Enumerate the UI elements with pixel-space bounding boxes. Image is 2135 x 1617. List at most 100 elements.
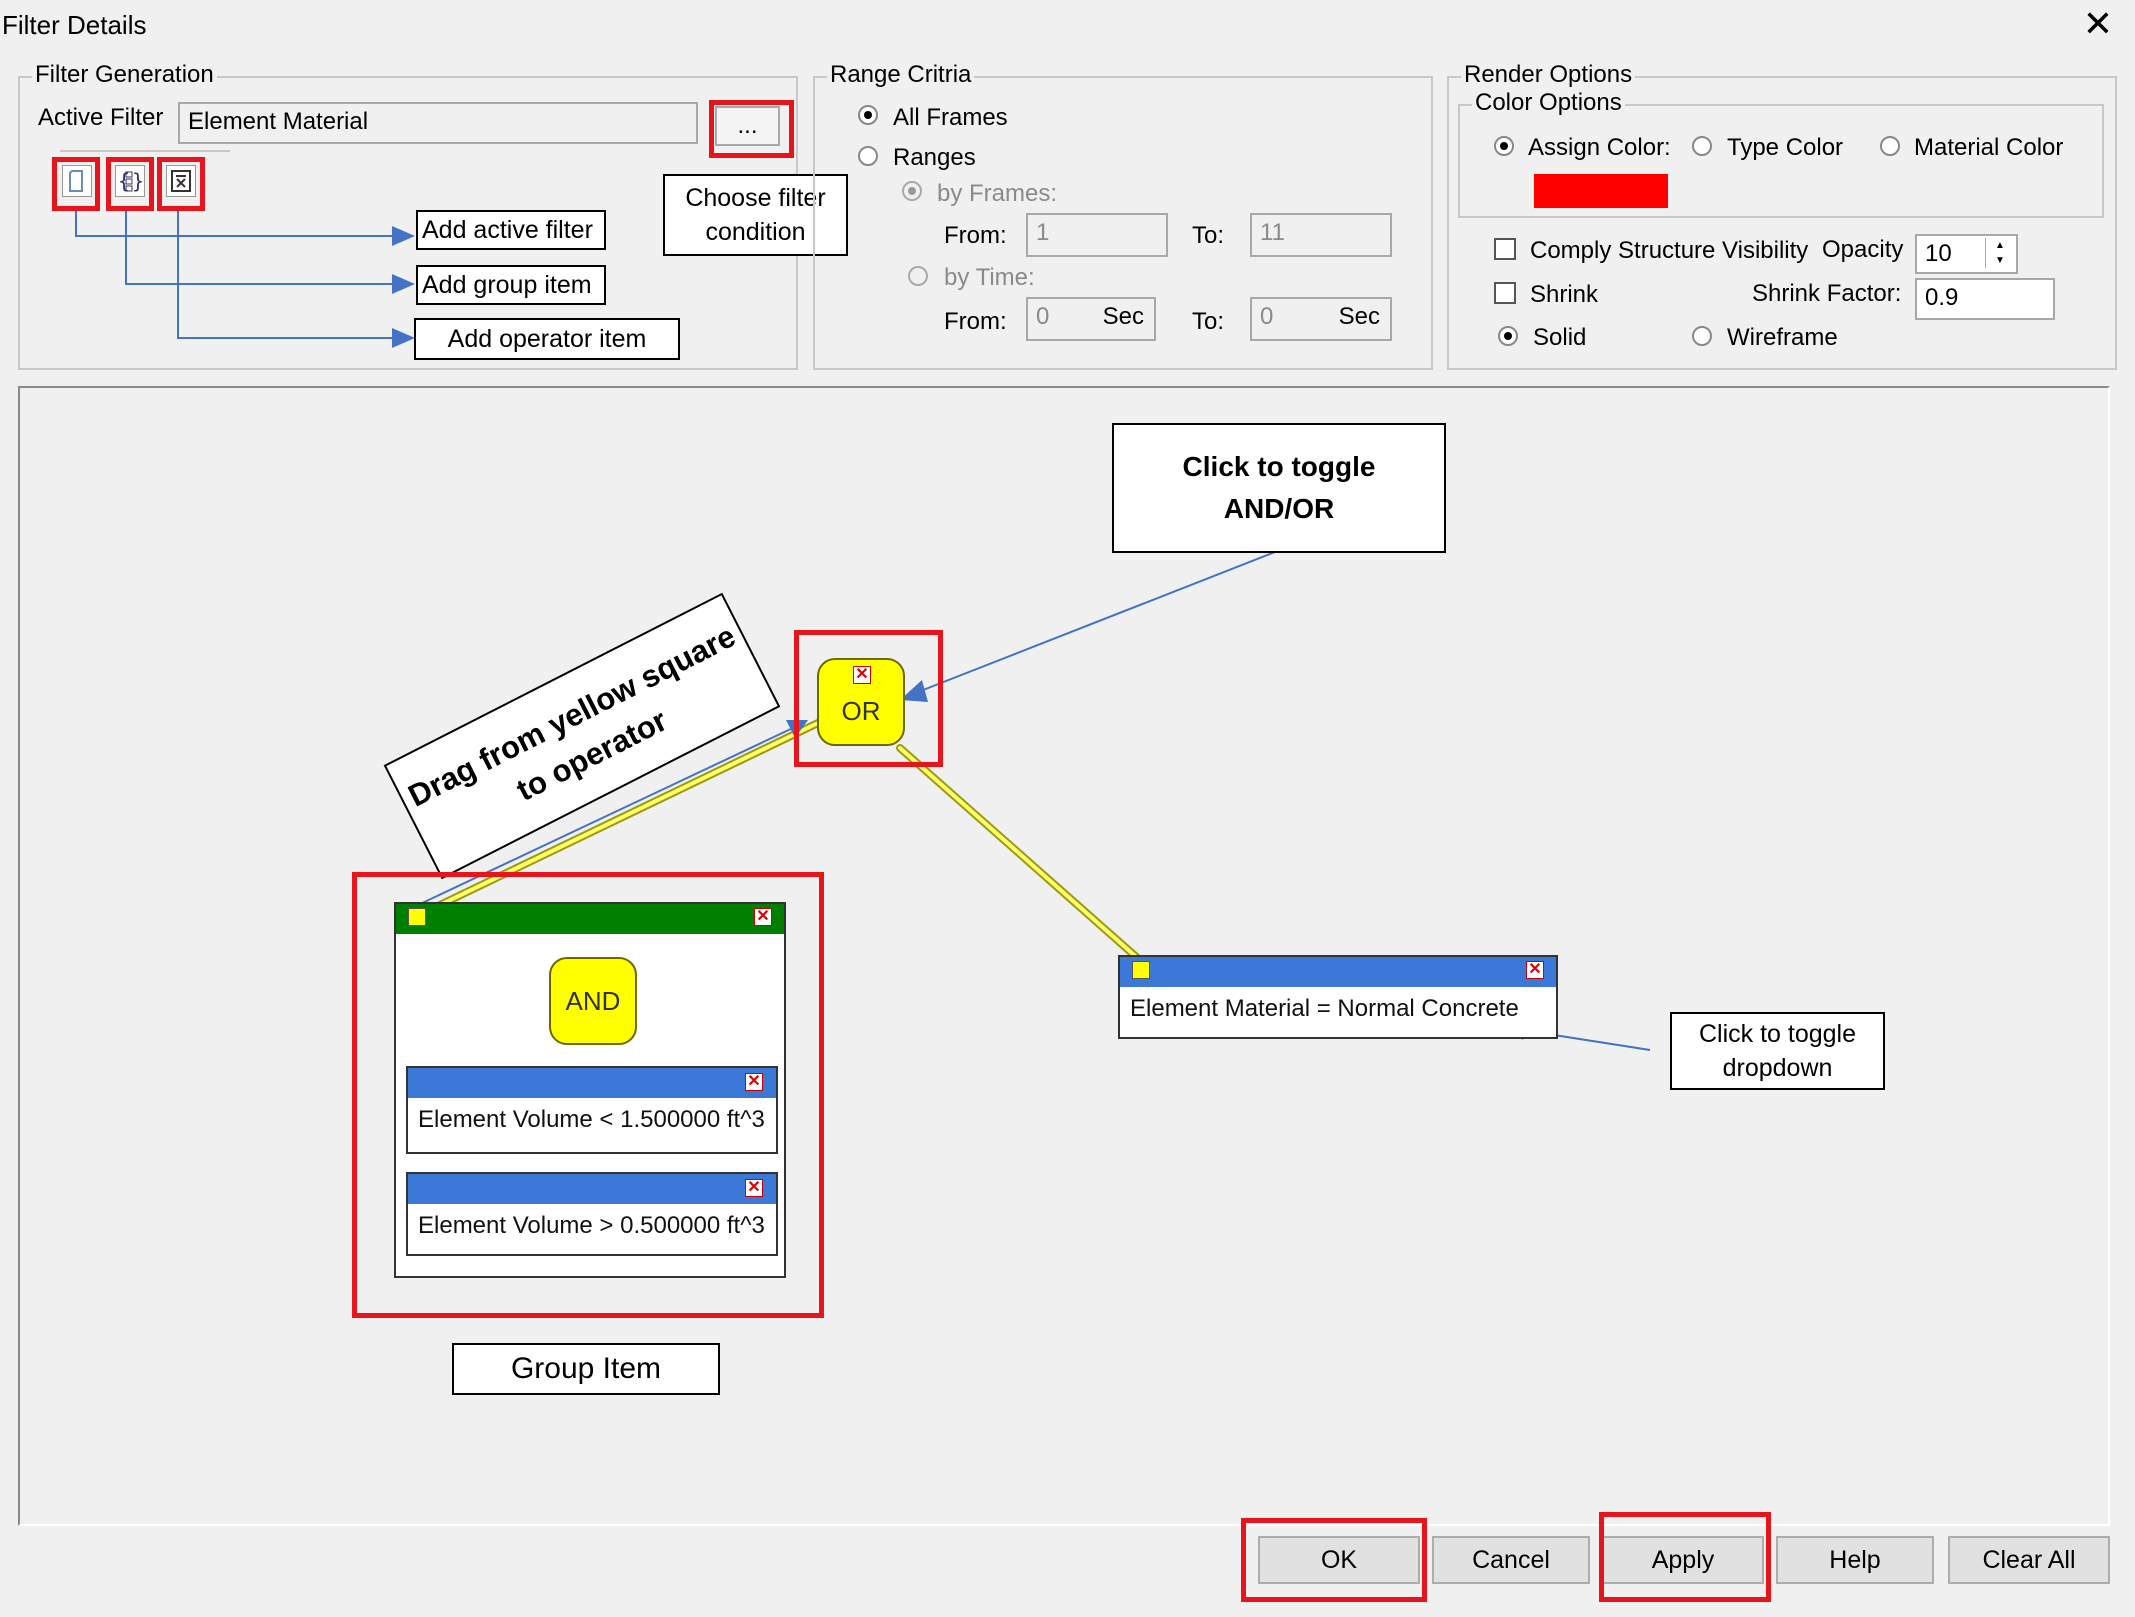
condition-material[interactable]: Element Material = Normal Concrete [1118,955,1558,1039]
spinner-arrows-icon[interactable]: ▲▼ [1985,238,2014,268]
toggle-andor-line1: Click to toggle [1182,451,1376,482]
comply-visibility-label: Comply Structure Visibility [1530,237,1809,264]
condition-volume-lt-text[interactable]: Element Volume < 1.500000 ft^3 [418,1106,765,1133]
or-delete-icon[interactable]: ✕ [853,666,871,684]
material-color-radio[interactable] [1880,136,1900,156]
filter-canvas[interactable] [18,386,2110,1526]
toggle-dropdown-callout: Click to toggle dropdown [1670,1012,1885,1090]
solid-radio[interactable] [1498,326,1518,346]
and-operator-label: AND [565,985,621,1016]
frames-to-field[interactable]: 11 [1250,213,1392,257]
opacity-label: Opacity [1822,236,1904,263]
by-time-label: by Time: [944,264,1035,291]
and-operator[interactable]: AND [549,957,637,1045]
ranges-label: Ranges [893,144,976,171]
or-operator[interactable]: OR ✕ [817,658,905,746]
add-active-filter-icon[interactable] [62,165,92,197]
toolbar-separator [60,150,230,152]
choose-filter-callout: Choose filter condition [663,174,848,256]
condition-volume-lt-header[interactable] [408,1068,776,1098]
apply-button[interactable]: Apply [1602,1536,1764,1584]
add-active-filter-highlight [52,157,100,211]
active-filter-field[interactable]: Element Material [178,102,698,144]
time-from-label: From: [944,308,1007,335]
condition-material-text[interactable]: Element Material = Normal Concrete [1130,995,1519,1022]
time-to-value: 0 [1260,303,1274,330]
condition-volume-gt-header[interactable] [408,1174,776,1204]
shrink-checkbox[interactable] [1494,282,1516,304]
material-delete-icon[interactable]: ✕ [1526,961,1544,979]
condition-volume-lt-delete-icon[interactable]: ✕ [745,1073,763,1091]
apply-button-highlight [1599,1512,1771,1602]
time-to-field[interactable]: 0 Sec [1250,297,1392,341]
wireframe-label: Wireframe [1727,324,1838,351]
material-connector-square[interactable] [1132,961,1150,979]
svg-text:{: { [118,169,130,193]
condition-volume-gt-delete-icon[interactable]: ✕ [745,1179,763,1197]
assign-color-swatch[interactable] [1534,174,1668,208]
all-frames-radio[interactable] [858,105,878,125]
group-item-callout: Group Item [452,1343,720,1395]
browse-filter-button[interactable]: ... [715,106,780,146]
clear-all-button[interactable]: Clear All [1948,1536,2110,1584]
add-operator-item-icon[interactable] [166,165,196,197]
toggle-andor-line2: AND/OR [1223,493,1335,524]
add-operator-item-callout: Add operator item [414,318,680,360]
color-options-legend: Color Options [1472,89,1625,117]
browse-highlight [709,100,794,158]
by-time-radio[interactable] [908,266,928,286]
shrink-factor-field[interactable]: 0.9 [1915,278,2055,320]
ok-button[interactable]: OK [1258,1536,1420,1584]
solid-label: Solid [1533,324,1587,351]
add-group-item-icon[interactable]: {} [115,165,145,197]
time-to-unit: Sec [1338,303,1380,330]
frames-to-label: To: [1192,222,1225,249]
group-item-highlight [352,872,824,1318]
add-group-item-highlight [106,157,154,211]
opacity-spinner[interactable]: 10 ▲▼ [1915,234,2018,274]
toggle-andor-callout: Click to toggle AND/OR [1112,423,1446,553]
choose-filter-line2: condition [705,218,806,246]
condition-material-header[interactable] [1120,957,1556,987]
toggle-dropdown-line2: dropdown [1722,1054,1833,1082]
condition-volume-gt[interactable]: Element Volume > 0.500000 ft^3 [406,1172,778,1256]
condition-volume-gt-text[interactable]: Element Volume > 0.500000 ft^3 [418,1212,765,1239]
or-operator-label: OR [841,695,881,726]
help-button[interactable]: Help [1776,1536,1934,1584]
toggle-dropdown-line1: Click to toggle [1698,1020,1857,1048]
comply-visibility-checkbox[interactable] [1494,238,1516,260]
render-options-group: Render Options [1447,61,2117,370]
range-criteria-legend: Range Critria [827,61,975,89]
type-color-label: Type Color [1727,134,1844,161]
frames-from-label: From: [944,222,1007,249]
ok-button-highlight [1241,1518,1427,1602]
ranges-radio[interactable] [858,146,878,166]
shrink-factor-label: Shrink Factor: [1752,280,1902,307]
add-active-filter-callout: Add active filter [416,210,606,250]
or-operator-highlight [794,630,943,767]
add-operator-item-highlight [157,157,205,211]
condition-volume-lt[interactable]: Element Volume < 1.500000 ft^3 [406,1066,778,1154]
time-from-field[interactable]: 0 Sec [1026,297,1156,341]
add-group-item-callout: Add group item [416,265,606,305]
group-connector-square[interactable] [408,908,426,926]
time-from-unit: Sec [1102,303,1144,330]
assign-color-radio[interactable] [1494,136,1514,156]
by-frames-radio[interactable] [902,181,922,201]
active-filter-label: Active Filter [38,104,164,131]
close-icon[interactable]: ✕ [2082,3,2113,44]
by-frames-label: by Frames: [937,180,1058,207]
all-frames-label: All Frames [893,104,1008,131]
toolbar-callout-arrows [75,211,415,348]
filter-generation-legend: Filter Generation [32,61,217,89]
time-to-label: To: [1192,308,1225,335]
frames-from-field[interactable]: 1 [1026,213,1168,257]
type-color-radio[interactable] [1692,136,1712,156]
group-item-header[interactable] [396,904,784,934]
assign-color-label: Assign Color: [1528,134,1671,161]
cancel-button[interactable]: Cancel [1432,1536,1590,1584]
color-options-group: Color Options [1458,89,2104,218]
group-delete-icon[interactable]: ✕ [754,908,772,926]
wireframe-radio[interactable] [1692,326,1712,346]
